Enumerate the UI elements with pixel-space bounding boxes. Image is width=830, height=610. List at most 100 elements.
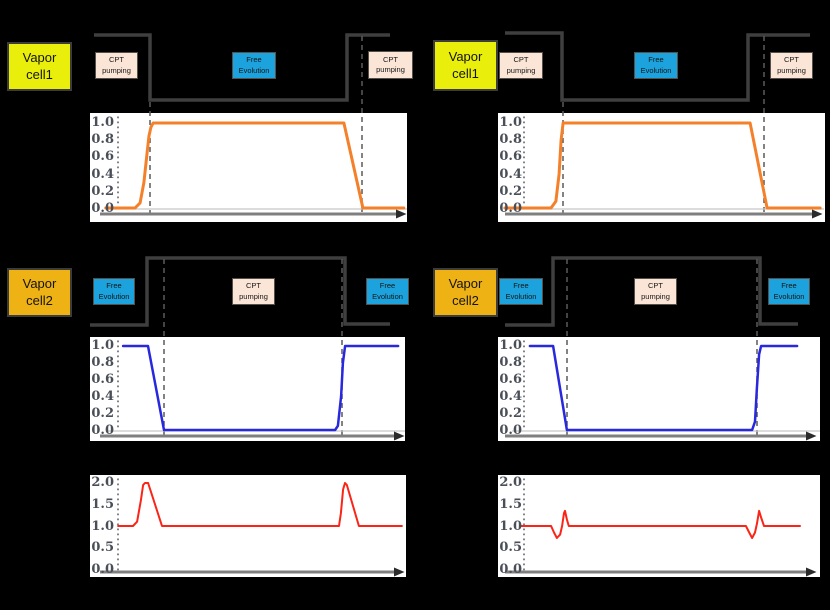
y-tick-label: 1.0: [499, 518, 522, 534]
y-tick-label: 0.4: [91, 389, 114, 404]
cpt-label-line1: CPT: [784, 55, 799, 65]
x-axis-arrow-icon: [812, 209, 823, 219]
cpt-label-line2: pumping: [777, 65, 806, 75]
y-tick-label: 0.2: [499, 406, 522, 421]
cpt-pumping-box: CPT pumping: [634, 278, 677, 305]
y-tick-label: 1.0: [91, 338, 114, 353]
vapor-cell1-label-line1: Vapor: [448, 48, 483, 64]
cpt-pumping-box: CPT pumping: [770, 52, 813, 79]
free-label-line1: Free: [513, 281, 529, 291]
y-tick-label: 0.6: [91, 149, 114, 165]
y-tick-label: 0.5: [499, 540, 522, 556]
vapor-cell2-label-line1: Vapor: [448, 275, 483, 291]
y-tick-label: 1.0: [91, 518, 114, 534]
y-tick-label: 0.2: [499, 183, 522, 199]
free-label-line2: Evolution: [372, 291, 403, 301]
cpt-label-line2: pumping: [239, 291, 268, 301]
y-tick-label: 0.8: [499, 132, 522, 148]
vapor-cell2-label-line2: cell2: [26, 292, 53, 308]
free-label-line2: Evolution: [773, 291, 805, 301]
vapor-cell1-box: Vapor cell1: [7, 42, 72, 91]
y-tick-label: 0.6: [499, 372, 522, 387]
free-evolution-box: Free Evolution: [768, 278, 810, 305]
y-tick-label: 0.4: [499, 389, 522, 404]
free-label-line1: Free: [379, 281, 396, 291]
free-evolution-box: Free Evolution: [499, 278, 543, 305]
y-tick-label: 0.0: [499, 423, 522, 438]
y-tick-label: 1.0: [499, 338, 522, 353]
signal-curve-left: [117, 482, 403, 527]
cpt-label-line1: CPT: [246, 281, 261, 291]
y-tick-label: 0.8: [91, 355, 114, 370]
x-axis-arrow-icon: [806, 567, 817, 577]
plot-cell2-transmission-left: [90, 337, 405, 441]
y-tick-label: 0.4: [499, 166, 522, 182]
pulse-waveform-cell1-right: [505, 31, 810, 102]
y-tick-label: 0.0: [91, 423, 114, 438]
cpt-label-line1: CPT: [109, 55, 124, 65]
free-evolution-box: Free Evolution: [366, 278, 409, 305]
cpt-label-line1: CPT: [648, 281, 663, 291]
vapor-cell1-box: Vapor cell1: [433, 40, 498, 91]
free-evolution-box: Free Evolution: [232, 52, 276, 79]
cpt-pumping-box: CPT pumping: [368, 51, 413, 79]
cpt-label-line1: CPT: [513, 55, 529, 65]
y-tick-labels: 1.0 0.8 0.6 0.4 0.2 0.0: [88, 338, 114, 438]
cpt-label-line2: pumping: [641, 291, 670, 301]
y-tick-label: 0.6: [499, 149, 522, 165]
y-tick-label: 0.2: [91, 406, 114, 421]
free-evolution-box: Free Evolution: [93, 278, 135, 305]
y-tick-label: 0.0: [91, 562, 114, 577]
cpt-label-line2: pumping: [506, 65, 536, 75]
vapor-cell1-label-line1: Vapor: [22, 49, 57, 65]
free-label-line2: Evolution: [640, 65, 672, 75]
signal-curve-right: [518, 509, 801, 539]
x-axis-arrow-icon: [394, 567, 405, 577]
y-tick-label: 0.5: [91, 540, 114, 556]
y-tick-label: 0.4: [91, 166, 114, 182]
cpt-pumping-box: CPT pumping: [232, 278, 275, 305]
free-label-line1: Free: [246, 55, 262, 65]
cell1-transmission-curve-right: [503, 121, 822, 210]
x-axis-arrow-icon: [806, 431, 817, 441]
vapor-cell1-label-line2: cell1: [452, 65, 479, 81]
pulse-waveform-cell2-right: [505, 256, 798, 327]
free-label-line1: Free: [781, 281, 797, 291]
cpt-pumping-box: CPT pumping: [499, 52, 543, 79]
cpt-label-line2: pumping: [102, 65, 131, 75]
y-tick-label: 0.0: [91, 200, 114, 216]
free-label-line1: Free: [648, 55, 664, 65]
vapor-cell2-box: Vapor cell2: [7, 268, 72, 317]
free-label-line2: Evolution: [98, 291, 130, 301]
free-label-line2: Evolution: [505, 291, 537, 301]
y-tick-label: 2.0: [91, 475, 114, 490]
cell2-transmission-curve-right: [528, 344, 799, 432]
vapor-cell2-box: Vapor cell2: [433, 268, 498, 317]
y-tick-label: 0.8: [499, 355, 522, 370]
cpt-label-line2: pumping: [376, 65, 405, 74]
x-axis-arrow-icon: [394, 431, 405, 441]
cpt-pumping-box: CPT pumping: [95, 52, 138, 79]
cell1-transmission-curve-left: [104, 121, 406, 210]
free-evolution-box: Free Evolution: [634, 52, 678, 79]
vapor-cell1-label-line2: cell1: [26, 66, 53, 82]
y-tick-labels: 2.0 1.5 1.0 0.5 0.0: [88, 475, 114, 577]
y-tick-label: 0.0: [499, 562, 522, 577]
y-tick-label: 0.6: [91, 372, 114, 387]
x-axis-arrow-icon: [396, 209, 407, 219]
y-tick-label: 1.5: [91, 496, 114, 512]
y-tick-label: 1.5: [499, 496, 522, 512]
y-tick-label: 0.0: [499, 200, 522, 216]
plot-cell2-transmission-right: [498, 337, 820, 441]
free-label-line1: Free: [106, 281, 122, 291]
y-tick-labels: 2.0 1.5 1.0 0.5 0.0: [496, 475, 522, 577]
y-tick-label: 1.0: [499, 115, 522, 130]
vapor-cell2-label-line1: Vapor: [22, 275, 57, 291]
pulse-waveform-cell1-left: [94, 33, 390, 102]
vapor-cell2-label-line2: cell2: [452, 292, 479, 308]
y-tick-label: 2.0: [499, 475, 522, 490]
y-tick-label: 1.0: [91, 115, 114, 130]
